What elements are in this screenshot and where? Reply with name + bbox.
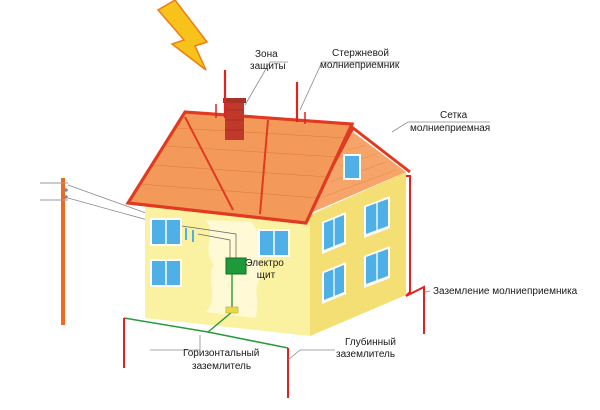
- label-rod-arrester-line-1: Стержневой: [332, 48, 389, 59]
- chimney: [223, 98, 246, 140]
- label-arrester-mesh-line-2: молниеприемная: [410, 123, 490, 134]
- internal-wiring: [181, 225, 237, 258]
- electrical-panel: [225, 257, 247, 275]
- label-horizontal-ground-electrode: Горизонтальный заземлитель: [183, 348, 262, 372]
- arrester-grounding-rod: [405, 285, 425, 334]
- panel-ground-lead: [207, 274, 239, 333]
- label-protection-zone-line-2: защиты: [250, 61, 286, 72]
- label-deep-ground-electrode-line-2: заземлитель: [336, 349, 395, 360]
- label-rod-arrester: Стержневой молниеприемник: [320, 48, 400, 71]
- window-front-top-right: [258, 229, 290, 257]
- label-rod-arrester-line-2: молниеприемник: [320, 60, 400, 71]
- lightning-bolt-icon: [156, 0, 209, 71]
- house-roof: [125, 110, 355, 225]
- label-electrical-panel-line-1: Электро: [245, 258, 284, 269]
- label-arrester-mesh-line-1: Сетка: [440, 110, 468, 121]
- gable-window: [343, 154, 361, 180]
- rod-arrester-left: [215, 70, 227, 118]
- label-horizontal-ground-electrode-line-2: заземлитель: [192, 361, 251, 372]
- window-front-top-left: [150, 218, 182, 246]
- label-deep-ground-electrode-line-1: Глубинный: [345, 336, 396, 348]
- label-arrester-grounding: Заземление молниеприемника: [433, 286, 578, 297]
- label-protection-zone-line-1: Зона: [255, 49, 278, 60]
- label-arrester-grounding-line-1: Заземление молниеприемника: [433, 286, 578, 297]
- window-side-3: [322, 262, 346, 304]
- horizontal-ground-electrode: [123, 317, 289, 349]
- leader-lines: [150, 61, 490, 361]
- utility-pole: [40, 178, 68, 325]
- label-deep-ground-electrode: Глубинный заземлитель: [336, 336, 399, 360]
- window-side-2: [364, 196, 390, 238]
- down-conductor: [405, 175, 411, 297]
- window-side-4: [364, 246, 390, 288]
- rod-arrester-right: [295, 82, 306, 124]
- label-arrester-mesh: Сетка молниеприемная: [410, 110, 490, 134]
- window-front-bottom-left: [150, 259, 182, 287]
- window-side-1: [322, 212, 346, 254]
- label-horizontal-ground-electrode-line-1: Горизонтальный: [183, 348, 259, 359]
- label-electrical-panel: Электро щит: [245, 258, 286, 281]
- label-protection-zone: Зона защиты: [250, 49, 286, 72]
- label-electrical-panel-line-2: щит: [257, 270, 276, 281]
